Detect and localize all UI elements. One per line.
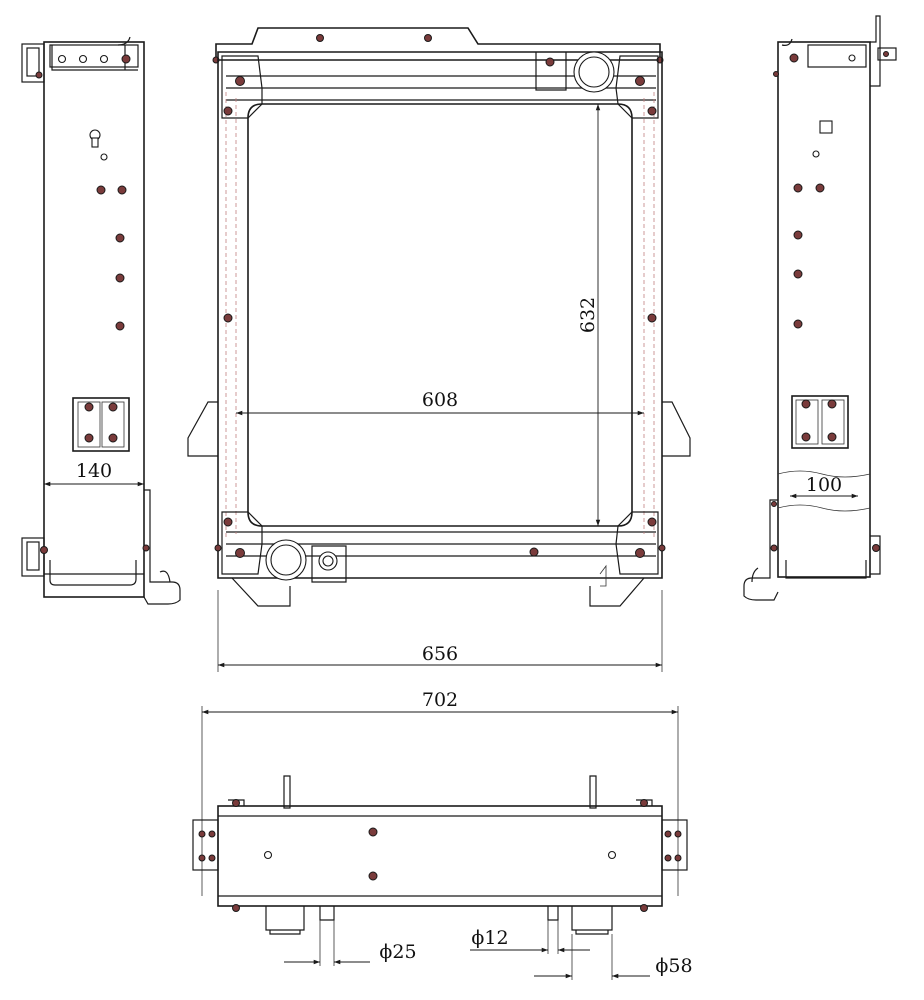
dim-outer-width: 656 [422,643,458,665]
left-bottom-mount-tab [21,537,45,577]
corner-gusset-bottom-right [615,511,659,575]
right-top-bracket-plate [807,44,867,68]
right-side-view: 100 [743,15,897,601]
left-side-view: 140 [21,36,181,605]
top-view: 702 [192,689,693,980]
large-pipe-right [571,906,613,931]
right-foot [589,577,645,607]
top-view-body [217,805,663,907]
dim-left-depth: 140 [76,460,112,482]
small-pipe-right [547,906,559,921]
dim-pipe-large: ϕ58 [655,955,692,977]
left-side-body [43,41,145,598]
right-side-body [777,41,871,578]
dim-overall-width: 702 [422,689,458,711]
top-view-left-tab [192,819,219,871]
dim-pipe-small-left: ϕ25 [379,941,416,963]
left-top-bracket-plate [49,44,139,68]
dim-inner-width: 608 [422,389,458,411]
right-mount-block [791,395,849,449]
square-cutout [819,120,833,134]
core-opening [247,103,633,527]
dim-pipe-small-right: ϕ12 [471,927,508,949]
dim-inner-height: 632 [577,297,599,333]
outer-frame [217,51,663,579]
right-side-ear [662,401,691,457]
left-top-mount-tab [21,43,45,83]
corner-gusset-bottom-left [221,511,263,575]
top-view-right-tab [661,819,688,871]
left-mount-block [72,397,130,452]
left-foot [231,577,291,607]
corner-gusset-top-left [221,55,263,119]
dim-right-depth: 100 [806,474,842,496]
corner-gusset-top-right [615,55,659,119]
left-side-ear [187,401,218,457]
large-pipe-left [265,906,305,931]
small-pipe-left [319,906,335,921]
front-view: 632 608 656 [187,27,691,672]
